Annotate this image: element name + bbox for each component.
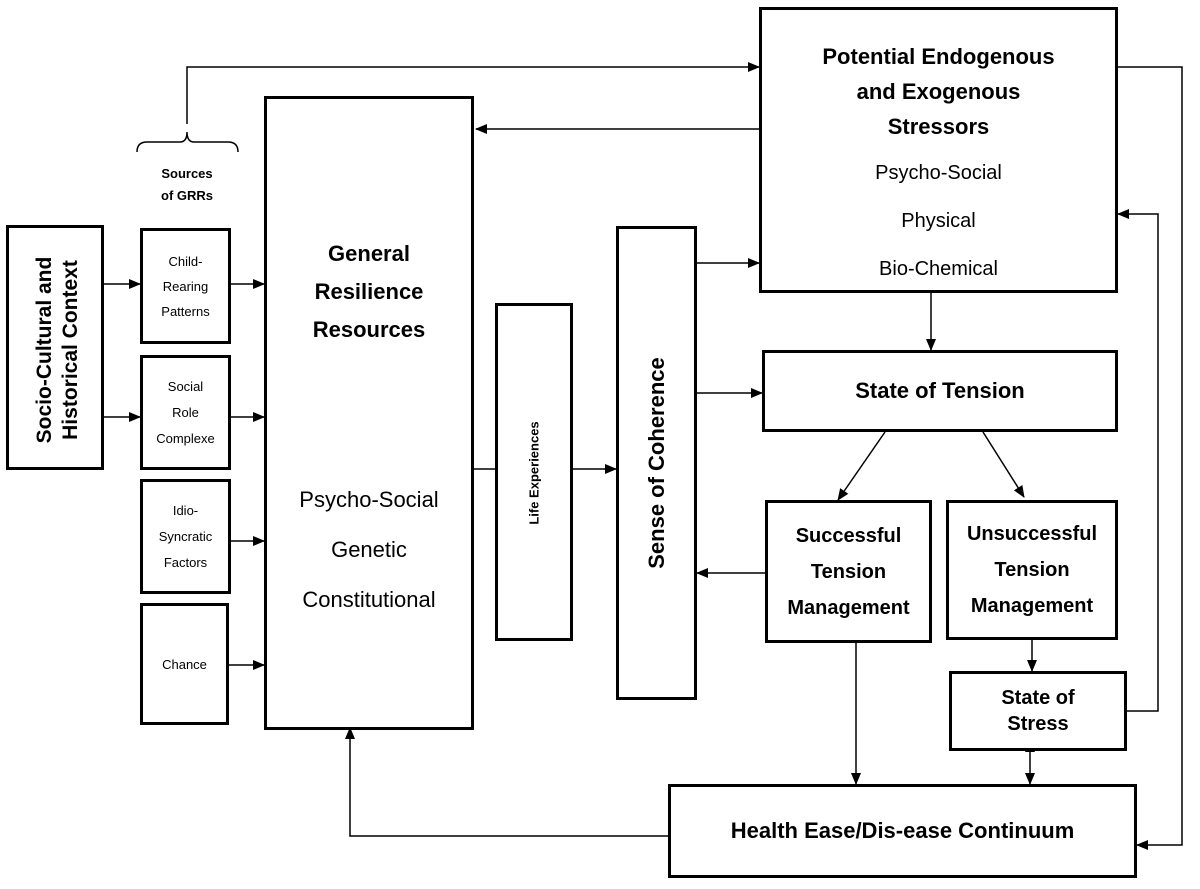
sense-of-coherence-box: Sense of Coherence <box>616 226 697 700</box>
state-of-tension-box: State of Tension <box>762 350 1118 432</box>
life-experiences-label: Life Experiences <box>526 421 542 525</box>
sources-of-grrs-label: Sources of GRRs <box>161 166 213 203</box>
stressors-title: Potential Endogenous and Exogenous Stres… <box>822 44 1055 139</box>
arrow-health-to-grr <box>345 727 668 837</box>
grr-title: General Resilience Resources <box>312 241 426 342</box>
arrow-stress-to-stressors <box>1117 209 1159 712</box>
sense-of-coherence-label: Sense of Coherence <box>644 357 669 569</box>
chance-box: Chance <box>140 603 229 725</box>
social-role-complexe-box: Social Role Complexe <box>140 355 231 470</box>
health-ease-disease-continuum-box: Health Ease/Dis-ease Continuum <box>668 784 1137 878</box>
sources-brace <box>136 131 239 153</box>
child-rearing-patterns-box: Child- Rearing Patterns <box>140 228 231 344</box>
arrow-tension-to-unsuccessful <box>982 431 1025 498</box>
stressors-items: Psycho-Social Physical Bio-Chemical <box>875 162 1002 280</box>
arrow-tension-to-successful <box>837 431 886 501</box>
general-resilience-resources-box: General Resilience Resources Psycho-Soci… <box>264 96 474 730</box>
life-experiences-box: Life Experiences <box>495 303 573 641</box>
socio-cultural-context-label: Socio-Cultural and Historical Context <box>33 256 82 444</box>
idio-syncratic-factors-box: Idio- Syncratic Factors <box>140 479 231 594</box>
potential-stressors-box: Potential Endogenous and Exogenous Stres… <box>759 7 1118 293</box>
arrow-stressors-to-health <box>1118 66 1183 850</box>
successful-tension-management-box: Successful Tension Management <box>765 500 932 643</box>
state-of-stress-box: State of Stress <box>949 671 1127 751</box>
arrow-sources-to-stressors <box>186 62 760 124</box>
socio-cultural-context-box: Socio-Cultural and Historical Context <box>6 225 104 470</box>
grr-items: Psycho-Social Genetic Constitutional <box>299 487 439 612</box>
unsuccessful-tension-management-box: Unsuccessful Tension Management <box>946 500 1118 640</box>
